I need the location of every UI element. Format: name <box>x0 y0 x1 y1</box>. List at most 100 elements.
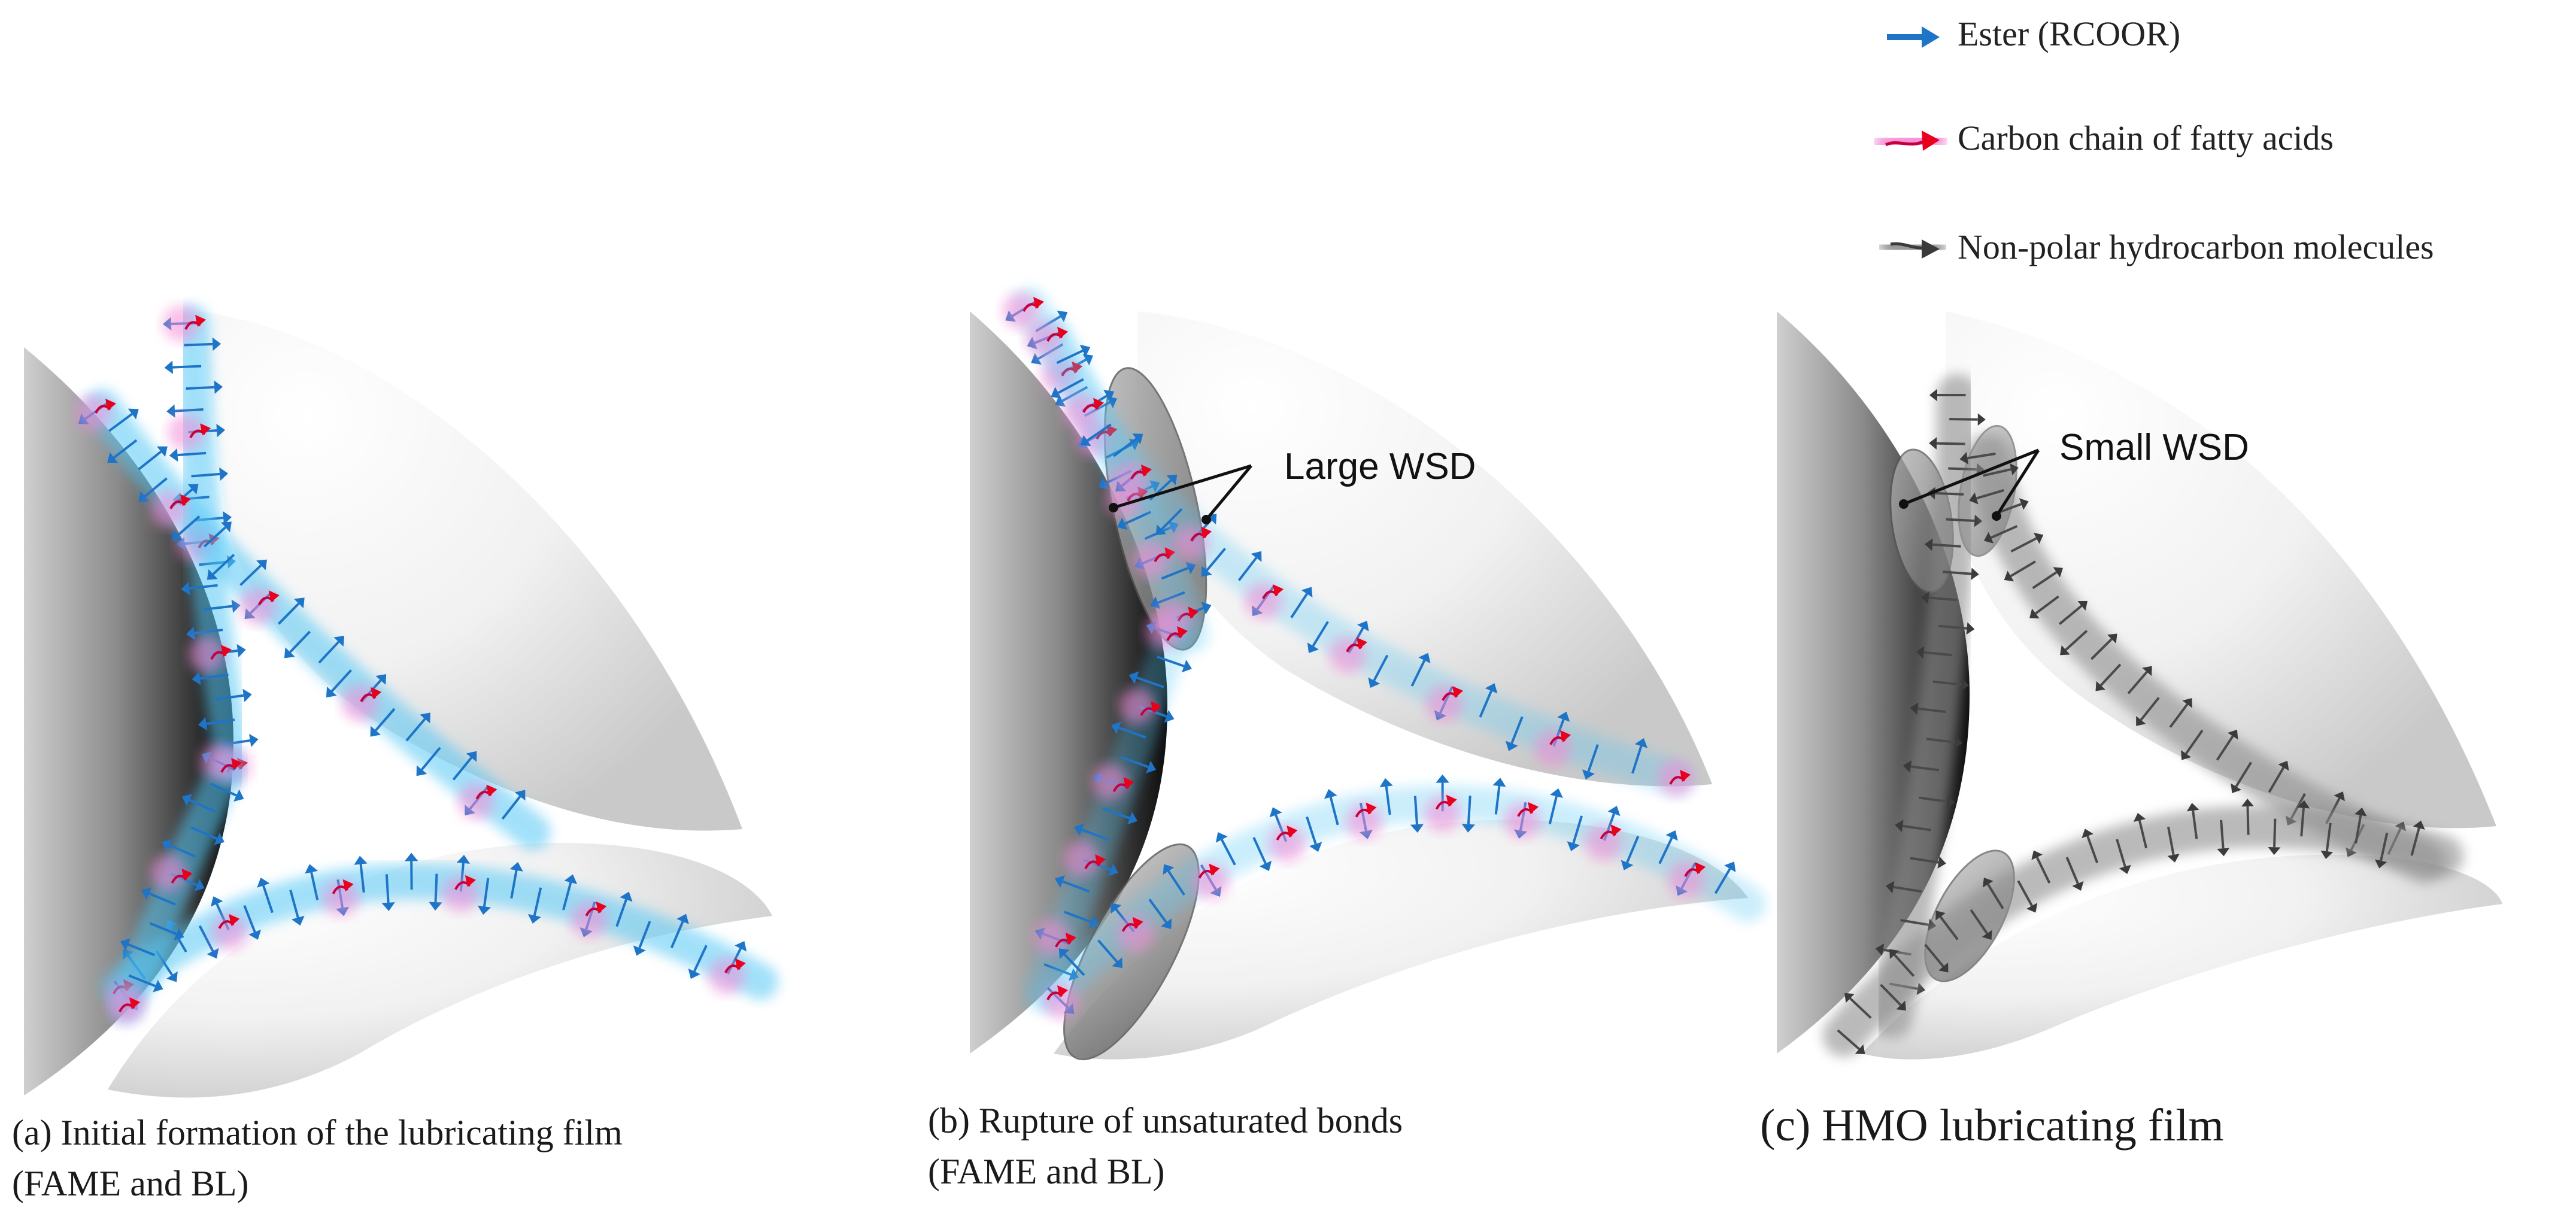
hydrocarbon-molecule <box>2059 600 2088 625</box>
hydrocarbon-molecule <box>1916 646 1953 659</box>
ester-molecule <box>1055 875 1090 893</box>
hydrocarbon-molecule <box>2082 829 2099 864</box>
film-layer-a <box>75 305 778 1024</box>
ester-molecule <box>1215 832 1236 866</box>
ester-molecule <box>191 467 228 481</box>
ester-molecule <box>1056 344 1091 365</box>
ester-molecule <box>1307 621 1329 653</box>
caption-c-line1: (c) HMO lubricating film <box>1760 1100 2224 1151</box>
ester-molecule <box>405 852 418 890</box>
hydrocarbon-molecule <box>2169 698 2192 728</box>
carbon-chain-molecule <box>1025 321 1068 357</box>
ester-molecule <box>615 891 633 927</box>
hydrocarbon-molecule <box>2017 880 2038 913</box>
carbon-chain-molecule <box>108 988 144 1024</box>
wsd-label-large: Large WSD <box>1109 446 1476 524</box>
carbon-chain-molecule <box>1668 861 1706 898</box>
ester-molecule <box>1252 837 1272 872</box>
ball-lower <box>1054 820 1748 1060</box>
ester-molecule <box>149 922 184 940</box>
ester-molecule <box>166 404 204 418</box>
carbon-chain-molecule <box>1091 764 1134 800</box>
carbon-chain-molecule <box>1002 293 1044 329</box>
ester-molecule <box>1051 378 1084 399</box>
hydrocarbon-molecule <box>2186 803 2199 839</box>
caption-b-line1: (b) Rupture of unsaturated bonds <box>928 1101 1403 1140</box>
ester-molecule <box>1582 744 1599 780</box>
hydrocarbon-molecule <box>1837 1029 1865 1054</box>
ester-molecule <box>203 521 232 548</box>
panel-c: Small WSD (c) HMO lubricating film <box>1760 311 2502 1151</box>
hydrocarbon-molecule <box>2268 818 2281 855</box>
hydrocarbon-molecule <box>1943 568 1979 580</box>
hydrocarbon-molecule <box>1983 463 2019 477</box>
carbon-chain-molecule <box>1119 688 1162 724</box>
carbon-chain-molecule <box>1111 462 1152 498</box>
ester-molecule <box>501 790 526 820</box>
hydrocarbon-molecule <box>2032 567 2063 590</box>
ester-molecule <box>181 581 218 595</box>
film-layer-c <box>1823 374 2463 1057</box>
ester-molecule <box>416 746 441 776</box>
hydrocarbon-molecule <box>1982 878 2004 909</box>
carbon-chain-molecule <box>1426 686 1463 723</box>
ester-molecule <box>1306 816 1322 852</box>
ester-molecule <box>1150 591 1185 609</box>
ester-molecule <box>1128 671 1164 688</box>
ester-molecule <box>1117 511 1152 530</box>
hydrocarbon-molecule <box>2297 800 2310 837</box>
hydrocarbon-molecule <box>1935 911 1959 940</box>
blue-arrow-icon <box>1879 26 1945 48</box>
gray-arrow-icon <box>1879 236 1946 259</box>
ester-molecule <box>381 874 395 911</box>
ester-molecule <box>257 878 274 914</box>
hydrocarbon-molecule <box>1949 413 1986 426</box>
hydrocarbon-molecule <box>1910 856 1946 869</box>
ester-molecule <box>289 890 305 926</box>
ester-molecule <box>184 337 222 351</box>
ester-molecule <box>1479 683 1498 718</box>
ester-molecule <box>108 408 139 432</box>
ester-molecule <box>1157 655 1192 673</box>
ester-molecule <box>452 751 477 781</box>
hydrocarbon-molecule <box>2217 820 2230 857</box>
hydrocarbon-molecule <box>2031 850 2051 884</box>
wsd-label-small-text: Small WSD <box>2059 427 2249 468</box>
hydrocarbon-molecule <box>1844 993 1872 1019</box>
ester-molecule <box>1658 830 1678 864</box>
hydrocarbon-molecule <box>1910 702 1947 715</box>
carbon-chain-molecule <box>1504 802 1540 839</box>
caption-a-line1: (a) Initial formation of the lubricating… <box>12 1113 623 1152</box>
carbon-chain-molecule <box>150 854 193 891</box>
hydrocarbon-molecule <box>1959 452 1996 465</box>
ball-upper-right <box>198 311 742 831</box>
film-layer-b <box>1002 287 1766 1019</box>
hydrocarbon-molecule <box>2133 812 2148 849</box>
ester-molecule <box>1201 547 1227 577</box>
hydrocarbon-molecule <box>1929 389 1966 402</box>
ester-molecule <box>1324 789 1339 826</box>
carbon-chain-molecule <box>1424 794 1461 832</box>
hydrocarbon-molecule <box>2374 832 2389 869</box>
ester-molecule <box>243 905 262 940</box>
ester-molecule <box>1461 796 1476 833</box>
carbon-chain-molecule <box>1658 760 1694 796</box>
hydrocarbon-molecule <box>1983 525 2018 544</box>
legend-item-carbon-chain: Carbon chain of fatty acids <box>1874 119 2334 157</box>
hydrocarbon-molecule <box>2181 729 2204 760</box>
hydrocarbon-molecule <box>2116 839 2131 875</box>
ball-lower <box>1862 854 2502 1060</box>
ester-molecule <box>1505 716 1524 751</box>
hydrocarbon-molecule <box>1895 820 1931 833</box>
ester-molecule <box>1714 861 1736 894</box>
ester-molecule <box>164 360 202 374</box>
carbon-chain-molecule <box>1034 919 1076 955</box>
ball-upper-right <box>1946 311 2496 829</box>
carbon-chain-molecule <box>163 305 206 342</box>
legend-label-ester: Ester (RCOOR) <box>1958 14 2180 53</box>
carbon-chain-molecule <box>571 901 608 939</box>
hydrocarbon-molecule <box>2231 761 2252 793</box>
legend-label-hydrocarbon: Non-polar hydrocarbon molecules <box>1958 227 2434 266</box>
hydrocarbon-molecule <box>1938 622 1975 635</box>
ester-molecule <box>1113 433 1143 457</box>
